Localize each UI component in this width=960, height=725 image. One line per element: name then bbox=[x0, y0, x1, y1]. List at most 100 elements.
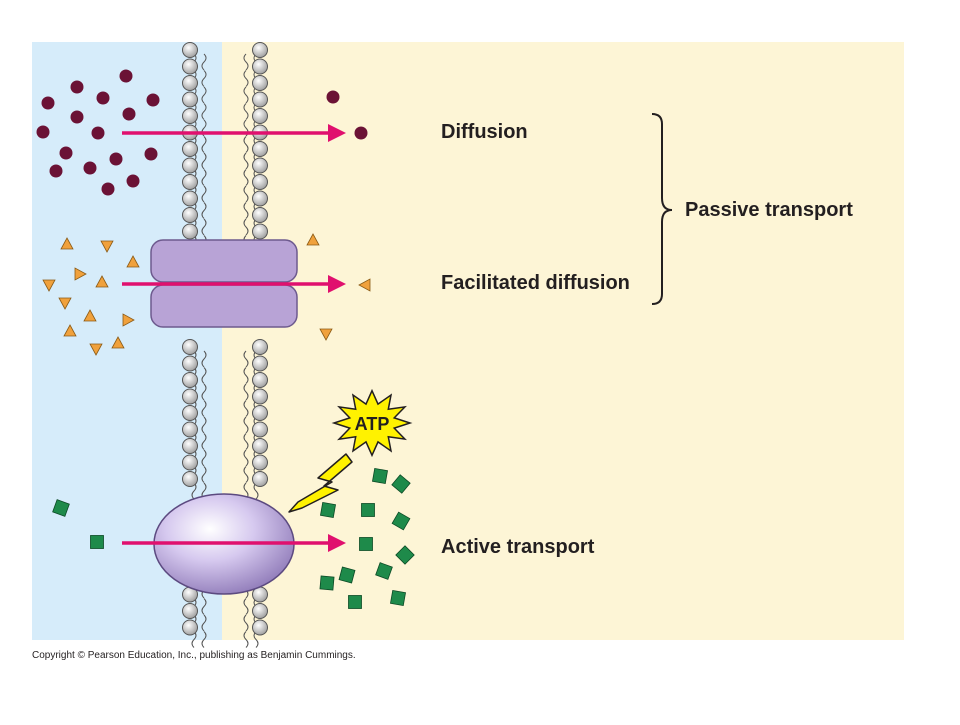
solute-molecule bbox=[83, 161, 97, 175]
solute-molecule bbox=[122, 107, 136, 121]
active-transport-label: Active transport bbox=[441, 536, 595, 558]
solute-square bbox=[391, 474, 411, 494]
solute-molecule bbox=[144, 147, 158, 161]
channel-protein-top bbox=[150, 239, 298, 283]
lipid-tail bbox=[191, 631, 197, 648]
lipid-tail bbox=[201, 400, 207, 417]
lipid-tail bbox=[201, 350, 207, 368]
lipid-tail bbox=[191, 482, 197, 500]
solute-molecule bbox=[119, 69, 133, 83]
lipid-tail bbox=[201, 449, 207, 467]
solute-square bbox=[52, 499, 70, 517]
solute-square bbox=[372, 468, 388, 484]
lipid-tail bbox=[201, 202, 207, 219]
solute-molecule bbox=[146, 93, 160, 107]
lipid-head bbox=[252, 108, 268, 124]
lipid-tail bbox=[201, 185, 207, 203]
solute-molecule bbox=[96, 91, 110, 105]
lipid-tail bbox=[243, 86, 249, 104]
lipid-head bbox=[182, 157, 198, 174]
lipid-tail bbox=[243, 433, 249, 450]
lipid-head bbox=[182, 388, 198, 405]
lipid-head bbox=[182, 339, 198, 355]
atp-burst-group: ATP bbox=[288, 388, 413, 513]
lipid-tail bbox=[243, 169, 249, 186]
lipid-tail bbox=[253, 631, 259, 648]
lipid-head bbox=[182, 207, 198, 223]
lipid-head bbox=[182, 454, 198, 471]
lipid-head bbox=[182, 471, 198, 487]
lipid-head bbox=[182, 405, 198, 421]
lipid-head bbox=[182, 42, 198, 58]
solute-triangle bbox=[89, 343, 103, 356]
solute-triangle bbox=[358, 278, 371, 292]
solute-square bbox=[319, 575, 335, 591]
facilitated-diffusion-arrow-head bbox=[328, 275, 346, 293]
lipid-head bbox=[252, 174, 268, 190]
lipid-bilayer bbox=[182, 42, 268, 648]
lipid-tail bbox=[201, 383, 207, 401]
lipid-head bbox=[252, 207, 268, 223]
lipid-head bbox=[182, 421, 198, 438]
lipid-tail bbox=[253, 482, 259, 500]
lipid-tail bbox=[243, 350, 249, 368]
lipid-tail bbox=[201, 53, 207, 71]
solute-molecule bbox=[354, 126, 368, 140]
lipid-tail bbox=[243, 185, 249, 203]
lipid-head bbox=[182, 438, 198, 454]
lipid-tail bbox=[243, 631, 249, 648]
energy-bolt-icon bbox=[288, 453, 353, 513]
lipid-tail bbox=[201, 466, 207, 483]
solute-square bbox=[90, 535, 104, 549]
lipid-tail bbox=[201, 86, 207, 104]
facilitated-diffusion-arrow bbox=[122, 275, 346, 293]
solute-triangle bbox=[319, 328, 333, 341]
lipid-head bbox=[252, 91, 268, 108]
brace-path bbox=[651, 113, 673, 305]
lipid-tail bbox=[201, 598, 207, 615]
lipid-head bbox=[252, 339, 268, 355]
lipid-tail bbox=[243, 466, 249, 483]
solute-triangle bbox=[95, 275, 109, 288]
lipid-head bbox=[252, 355, 268, 372]
diffusion-arrow-head bbox=[328, 124, 346, 142]
lipid-head bbox=[182, 174, 198, 190]
lipid-tail bbox=[243, 367, 249, 384]
facilitated-diffusion-label: Facilitated diffusion bbox=[441, 272, 630, 294]
lipid-tail bbox=[243, 383, 249, 401]
lipid-tail bbox=[243, 103, 249, 120]
lipid-head bbox=[182, 603, 198, 619]
lipid-head bbox=[252, 603, 268, 619]
lipid-tail bbox=[243, 218, 249, 236]
lipid-head bbox=[252, 454, 268, 471]
copyright-notice: Copyright © Pearson Education, Inc., pub… bbox=[32, 650, 356, 661]
lipid-tail bbox=[201, 433, 207, 450]
solute-triangle bbox=[126, 255, 140, 268]
lipid-head bbox=[252, 190, 268, 207]
passive-transport-brace bbox=[651, 113, 673, 305]
solute-square bbox=[390, 590, 406, 606]
solute-molecule bbox=[109, 152, 123, 166]
active-transport-arrow-head bbox=[328, 534, 346, 552]
diffusion-arrow bbox=[122, 124, 346, 142]
lipid-tail bbox=[243, 614, 249, 632]
solute-molecule bbox=[36, 125, 50, 139]
lipid-head bbox=[252, 405, 268, 421]
solute-triangle bbox=[111, 336, 125, 349]
solute-triangle bbox=[42, 279, 56, 292]
lipid-tail bbox=[201, 367, 207, 384]
lipid-tail bbox=[201, 136, 207, 153]
solute-triangle bbox=[60, 237, 74, 250]
solute-triangle bbox=[74, 267, 87, 281]
lipid-tail bbox=[243, 70, 249, 87]
lipid-tail bbox=[243, 416, 249, 434]
lipid-head bbox=[252, 157, 268, 174]
lipid-tail bbox=[243, 598, 249, 615]
solute-molecule bbox=[326, 90, 340, 104]
lipid-head bbox=[182, 108, 198, 124]
lipid-head bbox=[182, 190, 198, 207]
lipid-head bbox=[182, 355, 198, 372]
solute-molecule bbox=[41, 96, 55, 110]
lipid-head bbox=[182, 75, 198, 91]
